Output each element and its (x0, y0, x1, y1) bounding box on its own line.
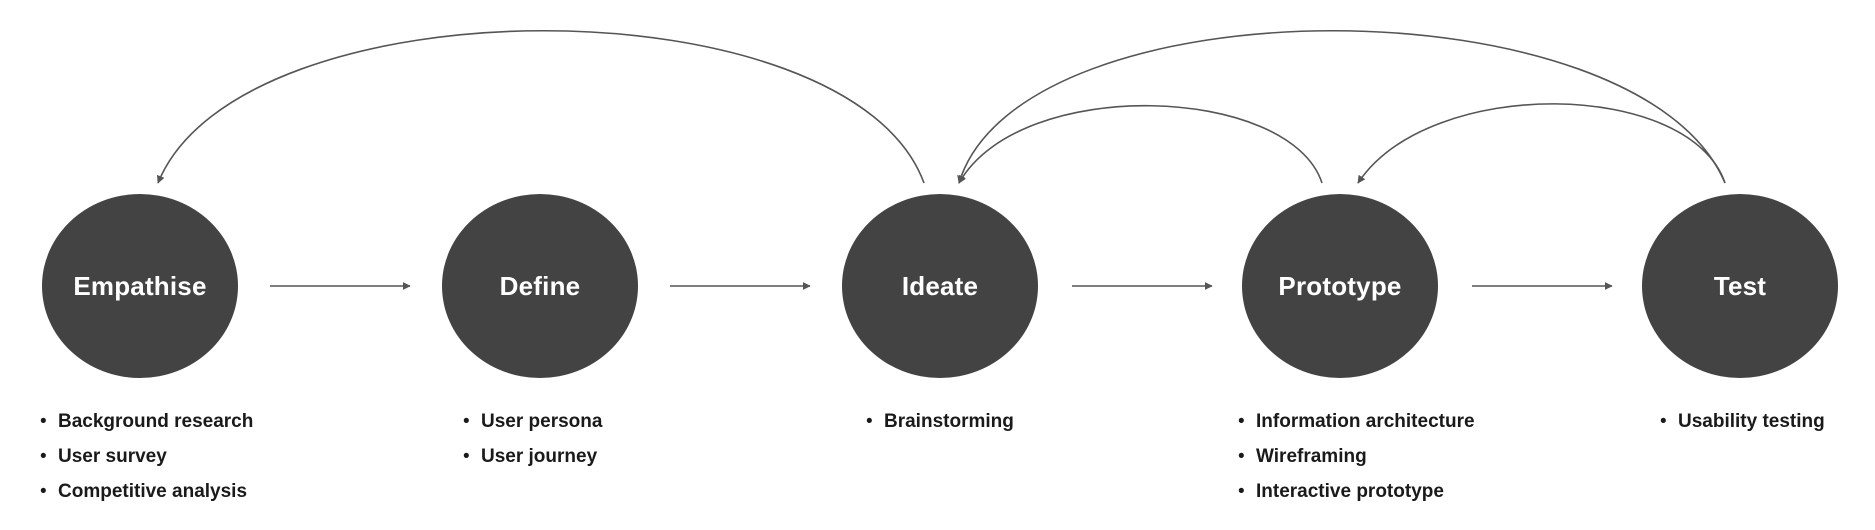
list-item: User survey (40, 439, 253, 474)
activity-list-prototype: Information architecture Wireframing Int… (1238, 404, 1475, 509)
stage-node-ideate: Ideate (842, 194, 1038, 378)
loop-arrow-prototype-ideate (958, 104, 1323, 184)
list-item: Information architecture (1238, 404, 1475, 439)
list-item: Competitive analysis (40, 474, 253, 509)
list-item: Wireframing (1238, 439, 1475, 474)
stage-node-define: Define (442, 194, 638, 378)
stage-label: Define (499, 270, 581, 301)
activity-list-define: User persona User journey (463, 404, 602, 474)
list-item: Background research (40, 404, 253, 439)
loop-arrow-test-ideate (957, 30, 1726, 184)
activity-list-ideate: Brainstorming (866, 404, 1014, 439)
activity-list-empathise: Background research User survey Competit… (40, 404, 253, 509)
stage-node-empathise: Empathise (42, 194, 238, 378)
stage-node-test: Test (1642, 194, 1838, 378)
activity-list-test: Usability testing (1660, 404, 1825, 439)
stage-label: Empathise (73, 270, 207, 301)
list-item: Interactive prototype (1238, 474, 1475, 509)
stage-label: Prototype (1278, 270, 1402, 301)
stage-label: Test (1713, 270, 1767, 301)
list-item: Brainstorming (866, 404, 1014, 439)
list-item: User journey (463, 439, 602, 474)
list-item: User persona (463, 404, 602, 439)
stage-node-prototype: Prototype (1242, 194, 1438, 378)
loop-arrow-test-prototype (1357, 103, 1726, 184)
loop-arrow-ideate-empathise (157, 30, 925, 184)
stage-label: Ideate (901, 270, 979, 301)
list-item: Usability testing (1660, 404, 1825, 439)
